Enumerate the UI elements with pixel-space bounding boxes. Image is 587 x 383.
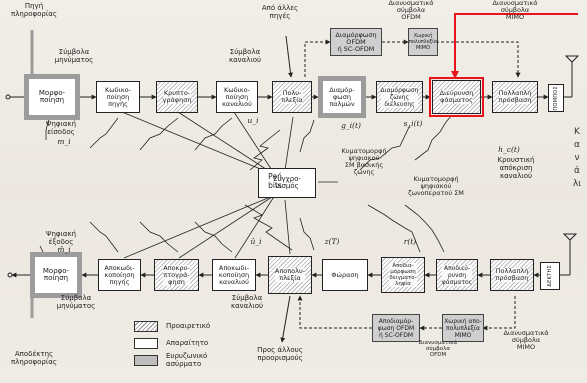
block-pulse-modulation-label: Διαμόρ- φωση παλμών — [329, 85, 355, 108]
block-demodulation-sampling-label: Αποδια- μόρφωση δειγματο- ληψία — [389, 263, 417, 287]
block-synchronization: Συγχρο- νισμός — [258, 168, 316, 198]
label-baseband-waveform: Κυματομορφή ψηφιακού ΣΜ βασικής ζώνης — [341, 147, 387, 176]
label-z-t: z(T) — [324, 237, 340, 246]
label-g-i: g_i(t) — [341, 121, 361, 130]
label-m-hat: m̂_i — [57, 245, 71, 254]
label-u-hat: û_i — [250, 237, 262, 246]
block-channel-encoding-label: Κωδικο- ποίηση καναλιού — [222, 85, 252, 108]
block-demodulation-sampling: Αποδια- μόρφωση δειγματο- ληψία — [381, 257, 425, 293]
block-decryption: Αποκρυ- πτογρά- φηση — [154, 259, 199, 291]
block-format-rx-label: Μορφο- ποίηση — [42, 267, 70, 282]
label-from-other-sources: Από άλλες πηγές — [261, 4, 299, 20]
label-bit-stream: Ροή bits — [268, 172, 282, 190]
block-encryption: Κρυπτο- γράφηση — [156, 81, 198, 113]
block-multiplexing: Πολυ- πλεξία — [272, 81, 312, 113]
block-multiple-access: Πολλαπλή πρόσβαση — [492, 81, 538, 113]
block-multiplexing-label: Πολυ- πλεξία — [281, 89, 303, 104]
block-mimo-multiplexing: Χωρική πολυπλεξία MIMO — [408, 28, 438, 56]
block-detection: Φώραση — [322, 259, 368, 291]
block-encryption-label: Κρυπτο- γράφηση — [162, 89, 192, 104]
block-channel-decoding: Αποκωδι- κοποίηση καναλιού — [212, 259, 256, 291]
block-multiple-access-rx-label: Πολλαπλή πρόσβαση — [495, 267, 529, 282]
block-source-decoding: Αποκωδι- κοποίηση πηγής — [98, 259, 141, 291]
legend-swatch-optional — [134, 321, 158, 332]
block-pulse-modulation: Διαμόρ- φωση παλμών — [318, 76, 366, 118]
label-r-t: r(t) — [403, 237, 417, 246]
block-ofdm-demodulation: Αποδιαμόρ- φωση OFDM ή SC-OFDM — [372, 314, 420, 342]
block-transmitter-label: ΠΟΜΠΟΣ — [552, 85, 559, 111]
block-mimo-multiplexing-label: Χωρική πολυπλεξία MIMO — [408, 33, 438, 51]
block-transmitter: ΠΟΜΠΟΣ — [548, 84, 564, 112]
antenna-icon — [562, 233, 578, 258]
block-bandpass-modulation: Διαμόρφωση ζώνης διέλευσης — [376, 81, 423, 113]
antenna-icon — [564, 55, 580, 80]
label-u-i-top: u_i — [247, 116, 259, 125]
legend-label-required: Απαραίτητο — [166, 339, 209, 347]
block-channel-decoding-label: Αποκωδι- κοποίηση καναλιού — [218, 263, 250, 286]
legend-swatch-wideband — [134, 355, 158, 366]
block-ofdm-modulation-label: Διαμόρφωση OFDM ή SC-OFDM — [335, 30, 377, 53]
block-ofdm-demodulation-label: Αποδιαμόρ- φωση OFDM ή SC-OFDM — [377, 317, 415, 339]
block-demultiplexing: Αποπολυ- πλεξία — [268, 256, 312, 294]
label-channel-symbols-bottom: Σύμβολα καναλιού — [230, 294, 264, 310]
label-vector-mimo-top: Διανυσματικά σύμβολα MIMO — [492, 0, 538, 21]
block-source-encoding-label: Κωδικο- ποίηση πηγής — [104, 85, 132, 108]
block-format-tx-label: Μορφο- ποίηση — [38, 89, 66, 104]
block-frequency-spreading-label: Διεύρυνση φάσματος — [439, 89, 474, 104]
label-info-source: Πηγή πληροφορίας — [11, 2, 57, 18]
label-vector-ofdm-bottom: Διανυσματικά σύμβολα OFDM — [418, 340, 458, 358]
label-vector-ofdm-top: Διανυσματικά σύμβολα OFDM — [388, 0, 434, 21]
label-m-i: m_i — [57, 137, 71, 146]
label-vector-mimo-bottom: Διανυσματικά σύμβολα MIMO — [503, 329, 549, 351]
label-to-other-destinations: Προς άλλους προορισμούς — [257, 346, 303, 362]
label-digital-output: Ψηφιακή έξοδος — [45, 230, 77, 246]
label-channel: Κανάλι — [572, 127, 582, 189]
label-message-symbols-top: Σύμβολα μηνύματος — [54, 48, 94, 64]
block-receiver: ΔΕΚΤΗΣ — [540, 262, 560, 290]
label-digital-input: Ψηφιακή είσοδος — [45, 120, 77, 136]
block-channel-encoding: Κωδικο- ποίηση καναλιού — [216, 81, 258, 113]
block-mimo-demultiplexing: Χωρική απο- πολυπλεξία MIMO — [442, 314, 484, 342]
block-format-rx: Μορφο- ποίηση — [30, 252, 82, 298]
label-s-i: s_i(t) — [403, 119, 423, 128]
block-multiple-access-rx: Πολλαπλή πρόσβαση — [490, 259, 534, 291]
block-multiple-access-label: Πολλαπλή πρόσβαση — [498, 89, 532, 104]
block-synchronization-label: Συγχρο- νισμός — [273, 175, 301, 190]
label-h-c: h_c(t) — [498, 145, 520, 154]
block-format-tx: Μορφο- ποίηση — [24, 74, 80, 120]
label-info-sink: Αποδέκτης πληροφορίας — [11, 350, 57, 366]
legend-swatch-required — [134, 338, 158, 349]
block-source-encoding: Κωδικο- ποίηση πηγής — [96, 81, 140, 113]
legend-label-optional: Προαιρετικό — [166, 322, 211, 330]
block-frequency-spreading: Διεύρυνση φάσματος — [429, 77, 484, 117]
label-channel-symbols-top: Σύμβολα καναλιού — [228, 48, 262, 64]
label-bandpass-waveform: Κυματομορφή ψηφιακού ζωνοπερατού ΣΜ — [408, 175, 464, 197]
block-despreading: Αποδιεύ- ρυνση φάσματος — [436, 259, 478, 291]
block-despreading-label: Αποδιεύ- ρυνση φάσματος — [441, 264, 473, 286]
block-mimo-demultiplexing-label: Χωρική απο- πολυπλεξία MIMO — [444, 317, 482, 339]
block-ofdm-modulation: Διαμόρφωση OFDM ή SC-OFDM — [330, 28, 382, 56]
block-detection-label: Φώραση — [331, 270, 359, 279]
block-decryption-label: Αποκρυ- πτογρά- φηση — [163, 263, 190, 286]
block-bandpass-modulation-label: Διαμόρφωση ζώνης διέλευσης — [380, 86, 419, 108]
label-impulse-response: Κρουστική απόκριση καναλιού — [497, 156, 535, 180]
block-demultiplexing-label: Αποπολυ- πλεξία — [274, 267, 306, 282]
label-message-symbols-bottom: Σύμβολα μηνύματος — [56, 294, 96, 310]
legend-label-wideband: Ευρυζωνικό ασύρματο — [166, 352, 208, 368]
block-receiver-label: ΔΕΚΤΗΣ — [546, 265, 553, 287]
block-source-decoding-label: Αποκωδι- κοποίηση πηγής — [104, 263, 135, 286]
